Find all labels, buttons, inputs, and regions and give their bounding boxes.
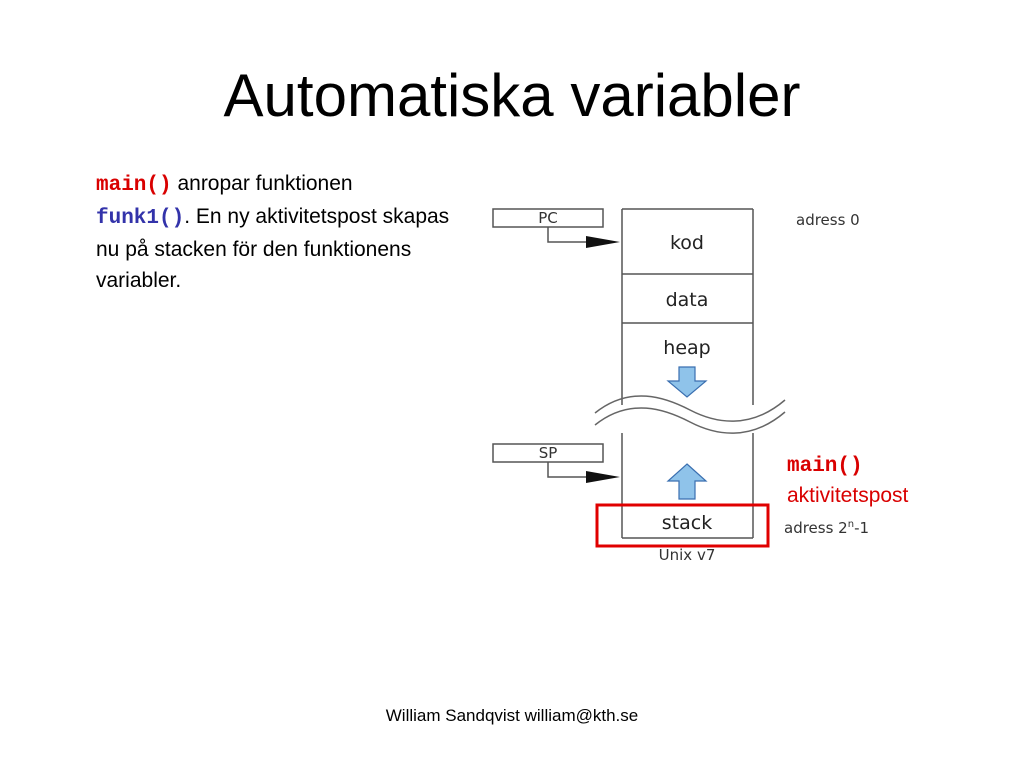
body-text: main() anropar funktionen funk1(). En ny…: [96, 168, 456, 296]
diagram-caption: Unix v7: [659, 546, 716, 564]
annotation-label: aktivitetspost: [787, 484, 909, 507]
stack-highlight-box: [595, 503, 770, 548]
segment-heap: heap: [663, 337, 710, 359]
annotation-code: main(): [787, 455, 863, 478]
segment-data: data: [666, 289, 709, 311]
pc-arrow-head: [586, 236, 620, 248]
address-bottom: adress 2n-1: [784, 519, 869, 537]
slide-title: Automatiska variabler: [223, 62, 801, 129]
sp-label: SP: [539, 444, 558, 462]
segment-stack: stack: [662, 512, 712, 534]
code-main: main(): [96, 174, 172, 197]
stack-growth-arrow-icon: [666, 463, 708, 500]
footer: William Sandqvist william@kth.se: [385, 706, 639, 725]
break-wave-top: [594, 395, 786, 422]
segment-kod: kod: [670, 232, 704, 254]
body-text-2: . En ny aktivitetspost skapas nu på stac…: [96, 205, 450, 292]
address-top: adress 0: [796, 211, 860, 229]
pc-pointer-line: [547, 227, 588, 243]
break-wave-bottom: [594, 407, 786, 434]
sp-arrow-head: [586, 471, 620, 483]
body-text-1: anropar funktionen: [171, 172, 353, 195]
stack-annotation: main() aktivitetspost: [787, 452, 908, 510]
pc-label: PC: [538, 209, 558, 227]
sp-pointer-line: [547, 462, 588, 478]
heap-growth-arrow-icon: [666, 366, 708, 398]
code-funk1: funk1(): [96, 207, 185, 230]
